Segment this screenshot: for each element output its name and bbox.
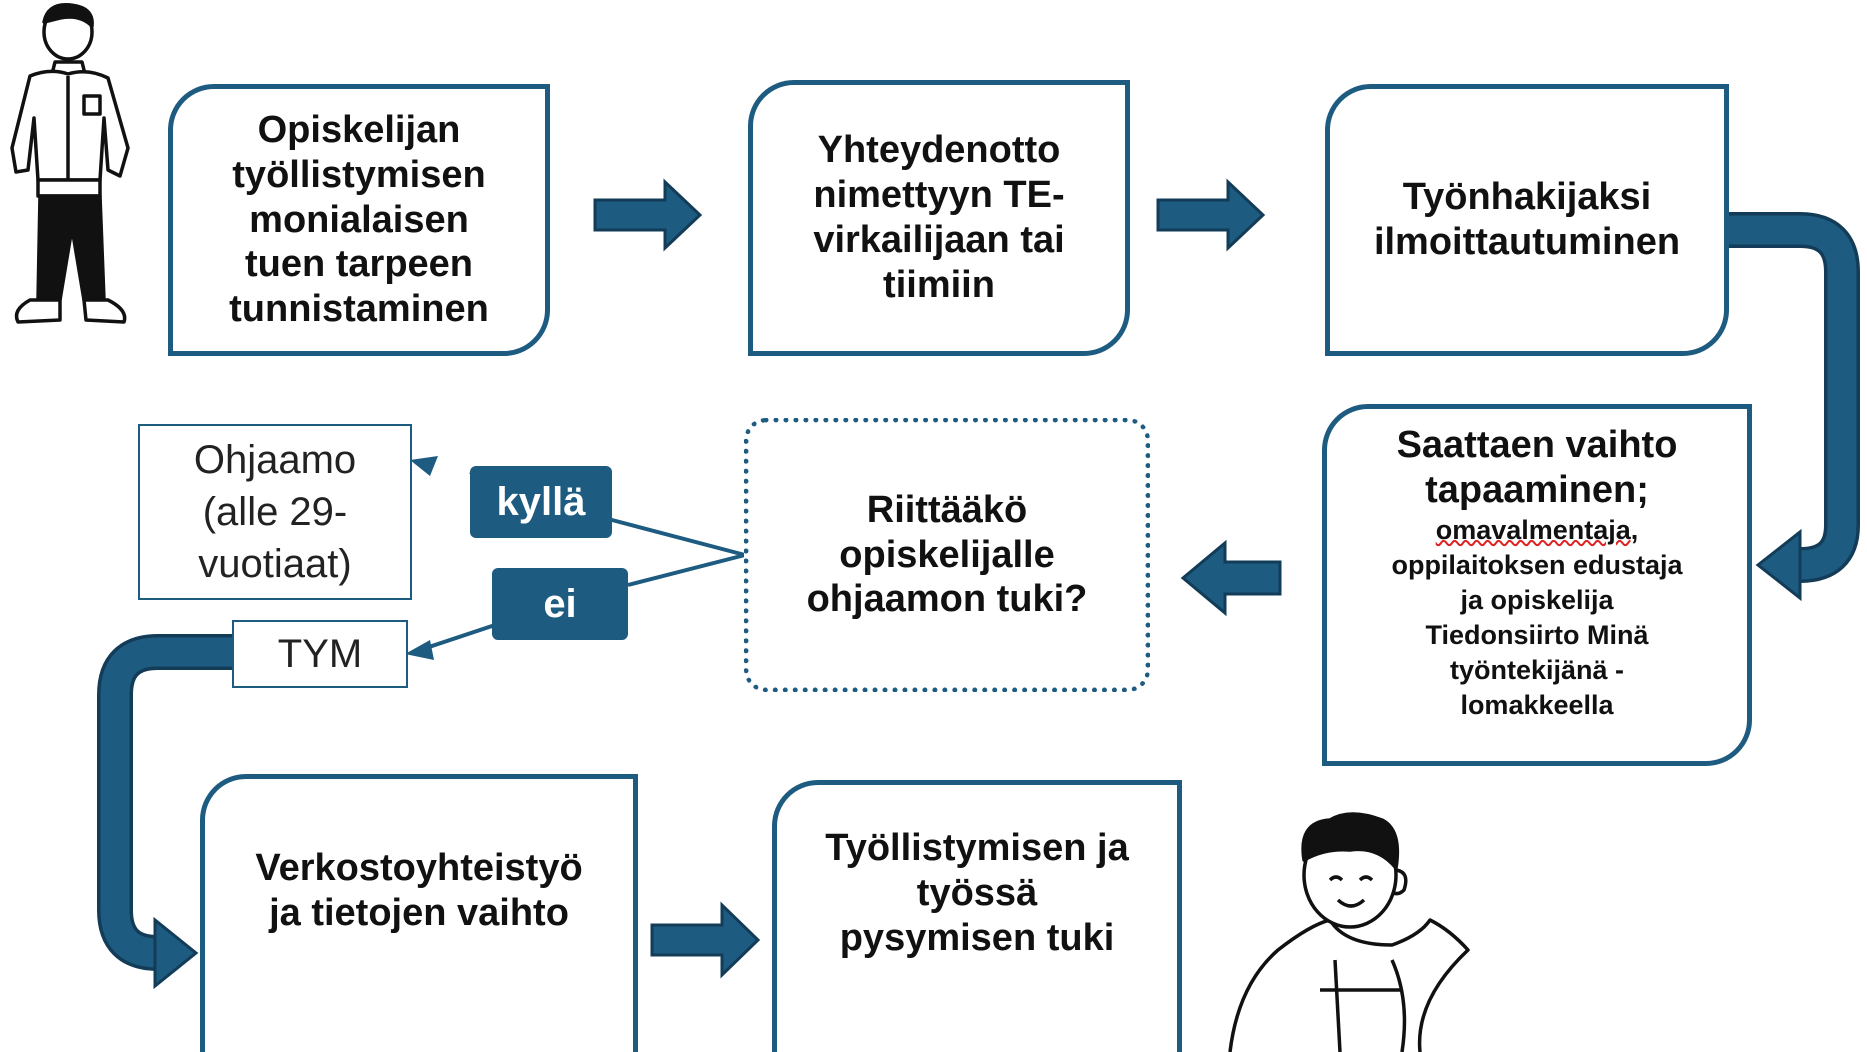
step-line: Verkostoyhteistyö: [255, 846, 583, 889]
step-line: pysymisen tuki: [839, 916, 1115, 959]
step-line: tiimiin: [883, 263, 995, 306]
step-detail-line: työntekijänä -: [1449, 655, 1625, 686]
decision-line: ohjaamon tuki?: [806, 578, 1088, 621]
step-detail-line: omavalmentaja,: [1435, 514, 1639, 545]
arrow-step6-to-step7: [650, 901, 761, 979]
step-detail-line: oppilaitoksen edustaja: [1391, 549, 1683, 580]
step-register-jobseeker: Työnhakijaksi ilmoittautuminen: [1325, 84, 1729, 356]
step-title-line: tapaaminen;: [1425, 468, 1649, 511]
outcome-line: (alle 29-: [202, 490, 348, 534]
label-yes: kyllä: [470, 466, 612, 538]
step-line: Työnhakijaksi: [1402, 176, 1652, 219]
step-title-line: Saattaen vaihto: [1396, 424, 1678, 466]
arrow-step4-to-decision: [1180, 539, 1282, 617]
step-line: Työllistymisen ja: [825, 827, 1129, 870]
decision-line: opiskelijalle: [839, 533, 1055, 576]
arrow-to-tym: [405, 640, 434, 660]
step-handover-meeting: Saattaen vaihto tapaaminen; omavalmentaj…: [1322, 404, 1752, 766]
step-line: ja tietojen vaihto: [269, 891, 569, 934]
step-line: Opiskelijan: [257, 108, 461, 151]
person-standing-icon: [10, 3, 130, 324]
step-line: nimettyyn TE-: [813, 174, 1065, 217]
person-smiling-icon: [1228, 812, 1470, 1052]
decision-line: Riittääkö: [866, 488, 1028, 531]
step-employment-support: Työllistymisen ja työssä pysymisen tuki: [772, 780, 1182, 1052]
step-identify-need: Opiskelijan työllistymisen monialaisen t…: [168, 84, 550, 356]
outcome-line: Ohjaamo: [193, 438, 357, 482]
step-line: monialaisen: [249, 198, 469, 241]
arrow-to-ohjaamo: [410, 456, 438, 476]
step-line: ilmoittautuminen: [1373, 221, 1681, 263]
outcome-line: vuotiaat): [198, 542, 352, 586]
step-detail-line: lomakkeella: [1460, 690, 1614, 721]
label-no: ei: [492, 568, 628, 640]
arrow-step1-to-step2: [593, 178, 703, 252]
step-detail-line: Tiedonsiirto Minä: [1425, 619, 1649, 650]
arrow-step2-to-step3: [1156, 178, 1266, 252]
step-line: tunnistaminen: [229, 288, 489, 331]
decision-ohjaamo-support: Riittääkö opiskelijalle ohjaamon tuki?: [744, 418, 1150, 692]
curve-arrowhead-step4: [1755, 528, 1802, 602]
step-line: työssä: [916, 872, 1038, 915]
step-line: Yhteydenotto: [817, 129, 1061, 172]
outcome-tym-label: TYM: [277, 632, 363, 676]
step-detail-line: ja opiskelija: [1460, 584, 1614, 615]
step-contact-te-officer: Yhteydenotto nimettyyn TE- virkailijaan …: [748, 80, 1130, 356]
step-line: työllistymisen: [232, 153, 486, 196]
step-line: tuen tarpeen: [244, 243, 474, 286]
step-line: virkailijaan tai: [813, 219, 1065, 261]
outcome-ohjaamo: Ohjaamo (alle 29- vuotiaat): [138, 424, 412, 600]
outcome-tym: TYM: [232, 620, 408, 688]
curve-arrowhead-step6: [153, 916, 199, 990]
step-network-collaboration: Verkostoyhteistyö ja tietojen vaihto: [200, 774, 638, 1052]
